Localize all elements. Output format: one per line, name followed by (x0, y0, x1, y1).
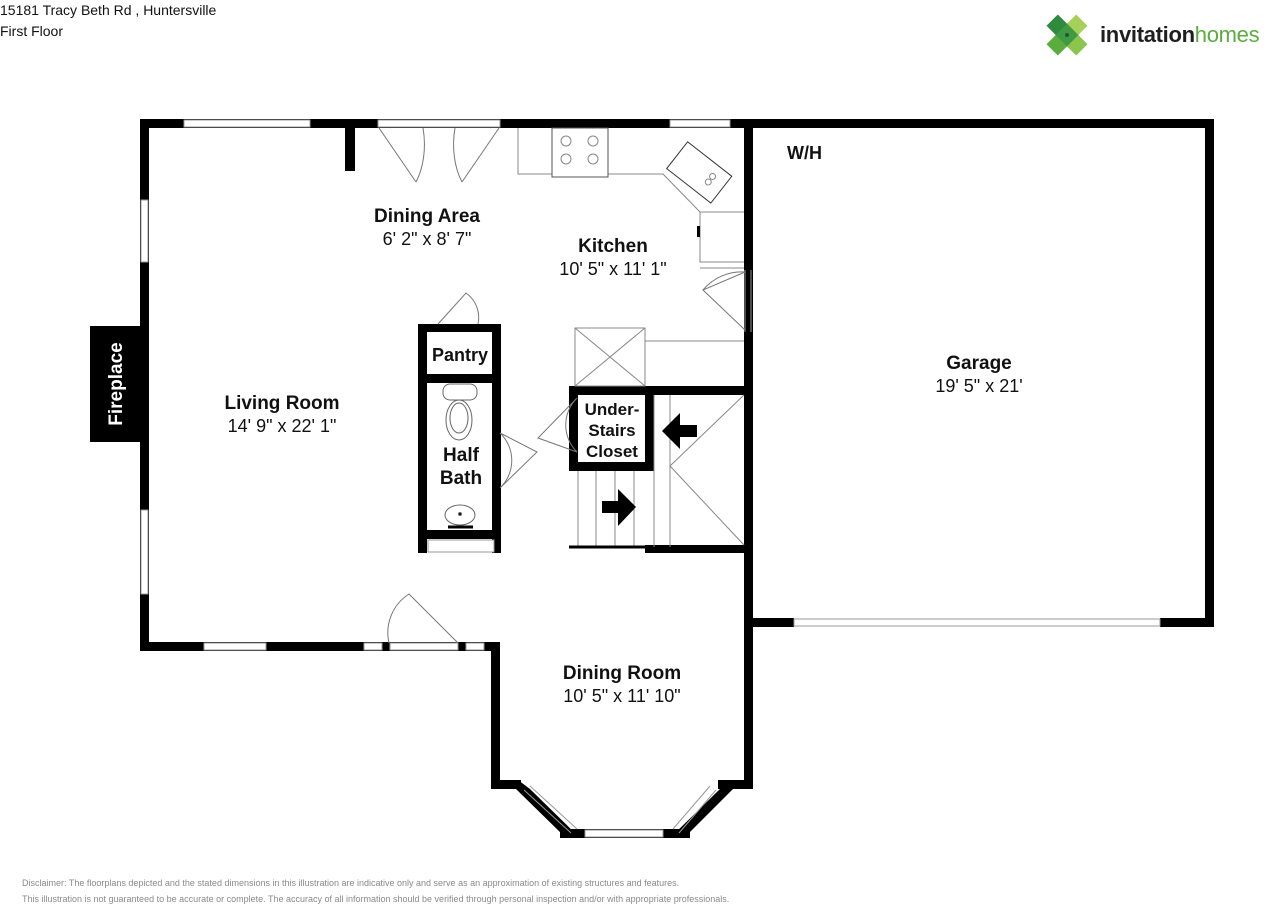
room-half-bath: Half Bath (439, 445, 483, 489)
stair-arrows (602, 413, 697, 526)
stairs (569, 394, 745, 549)
disclaimer: Disclaimer: The floorplans depicted and … (22, 878, 730, 904)
room-under-stairs-closet: Under- Stairs Closet (584, 400, 640, 461)
room-pantry: Pantry (431, 345, 489, 365)
brand-name: invitationhomes (1100, 22, 1260, 47)
room-dining-area: Dining Area 6' 2" x 8' 7" (374, 206, 480, 249)
fireplace: Fireplace (90, 326, 144, 442)
fireplace-label: Fireplace (106, 342, 127, 426)
walls (140, 119, 1214, 838)
arrow-right-icon (602, 489, 636, 526)
room-living-room: Living Room 14' 9" x 22' 1" (224, 393, 340, 436)
floor-label: First Floor (0, 23, 63, 39)
header: 15181 Tracy Beth Rd , Huntersville First… (0, 0, 216, 42)
bath-fixtures (442, 383, 478, 529)
room-kitchen: Kitchen 10' 5" x 11' 1" (559, 236, 667, 279)
windows (140, 119, 1161, 838)
room-dining-room: Dining Room 10' 5" x 11' 10" (562, 663, 682, 706)
room-garage: Garage 19' 5" x 21' (935, 353, 1023, 396)
kitchen-counters (517, 127, 744, 387)
property-address: 15181 Tracy Beth Rd , Huntersville (0, 2, 217, 18)
arrow-left-icon (662, 413, 697, 449)
clover-diamond-logo-icon (1046, 14, 1088, 56)
doors (378, 127, 746, 644)
brand-logo: invitationhomes (1044, 12, 1280, 60)
water-heater-label: W/H (787, 143, 822, 163)
